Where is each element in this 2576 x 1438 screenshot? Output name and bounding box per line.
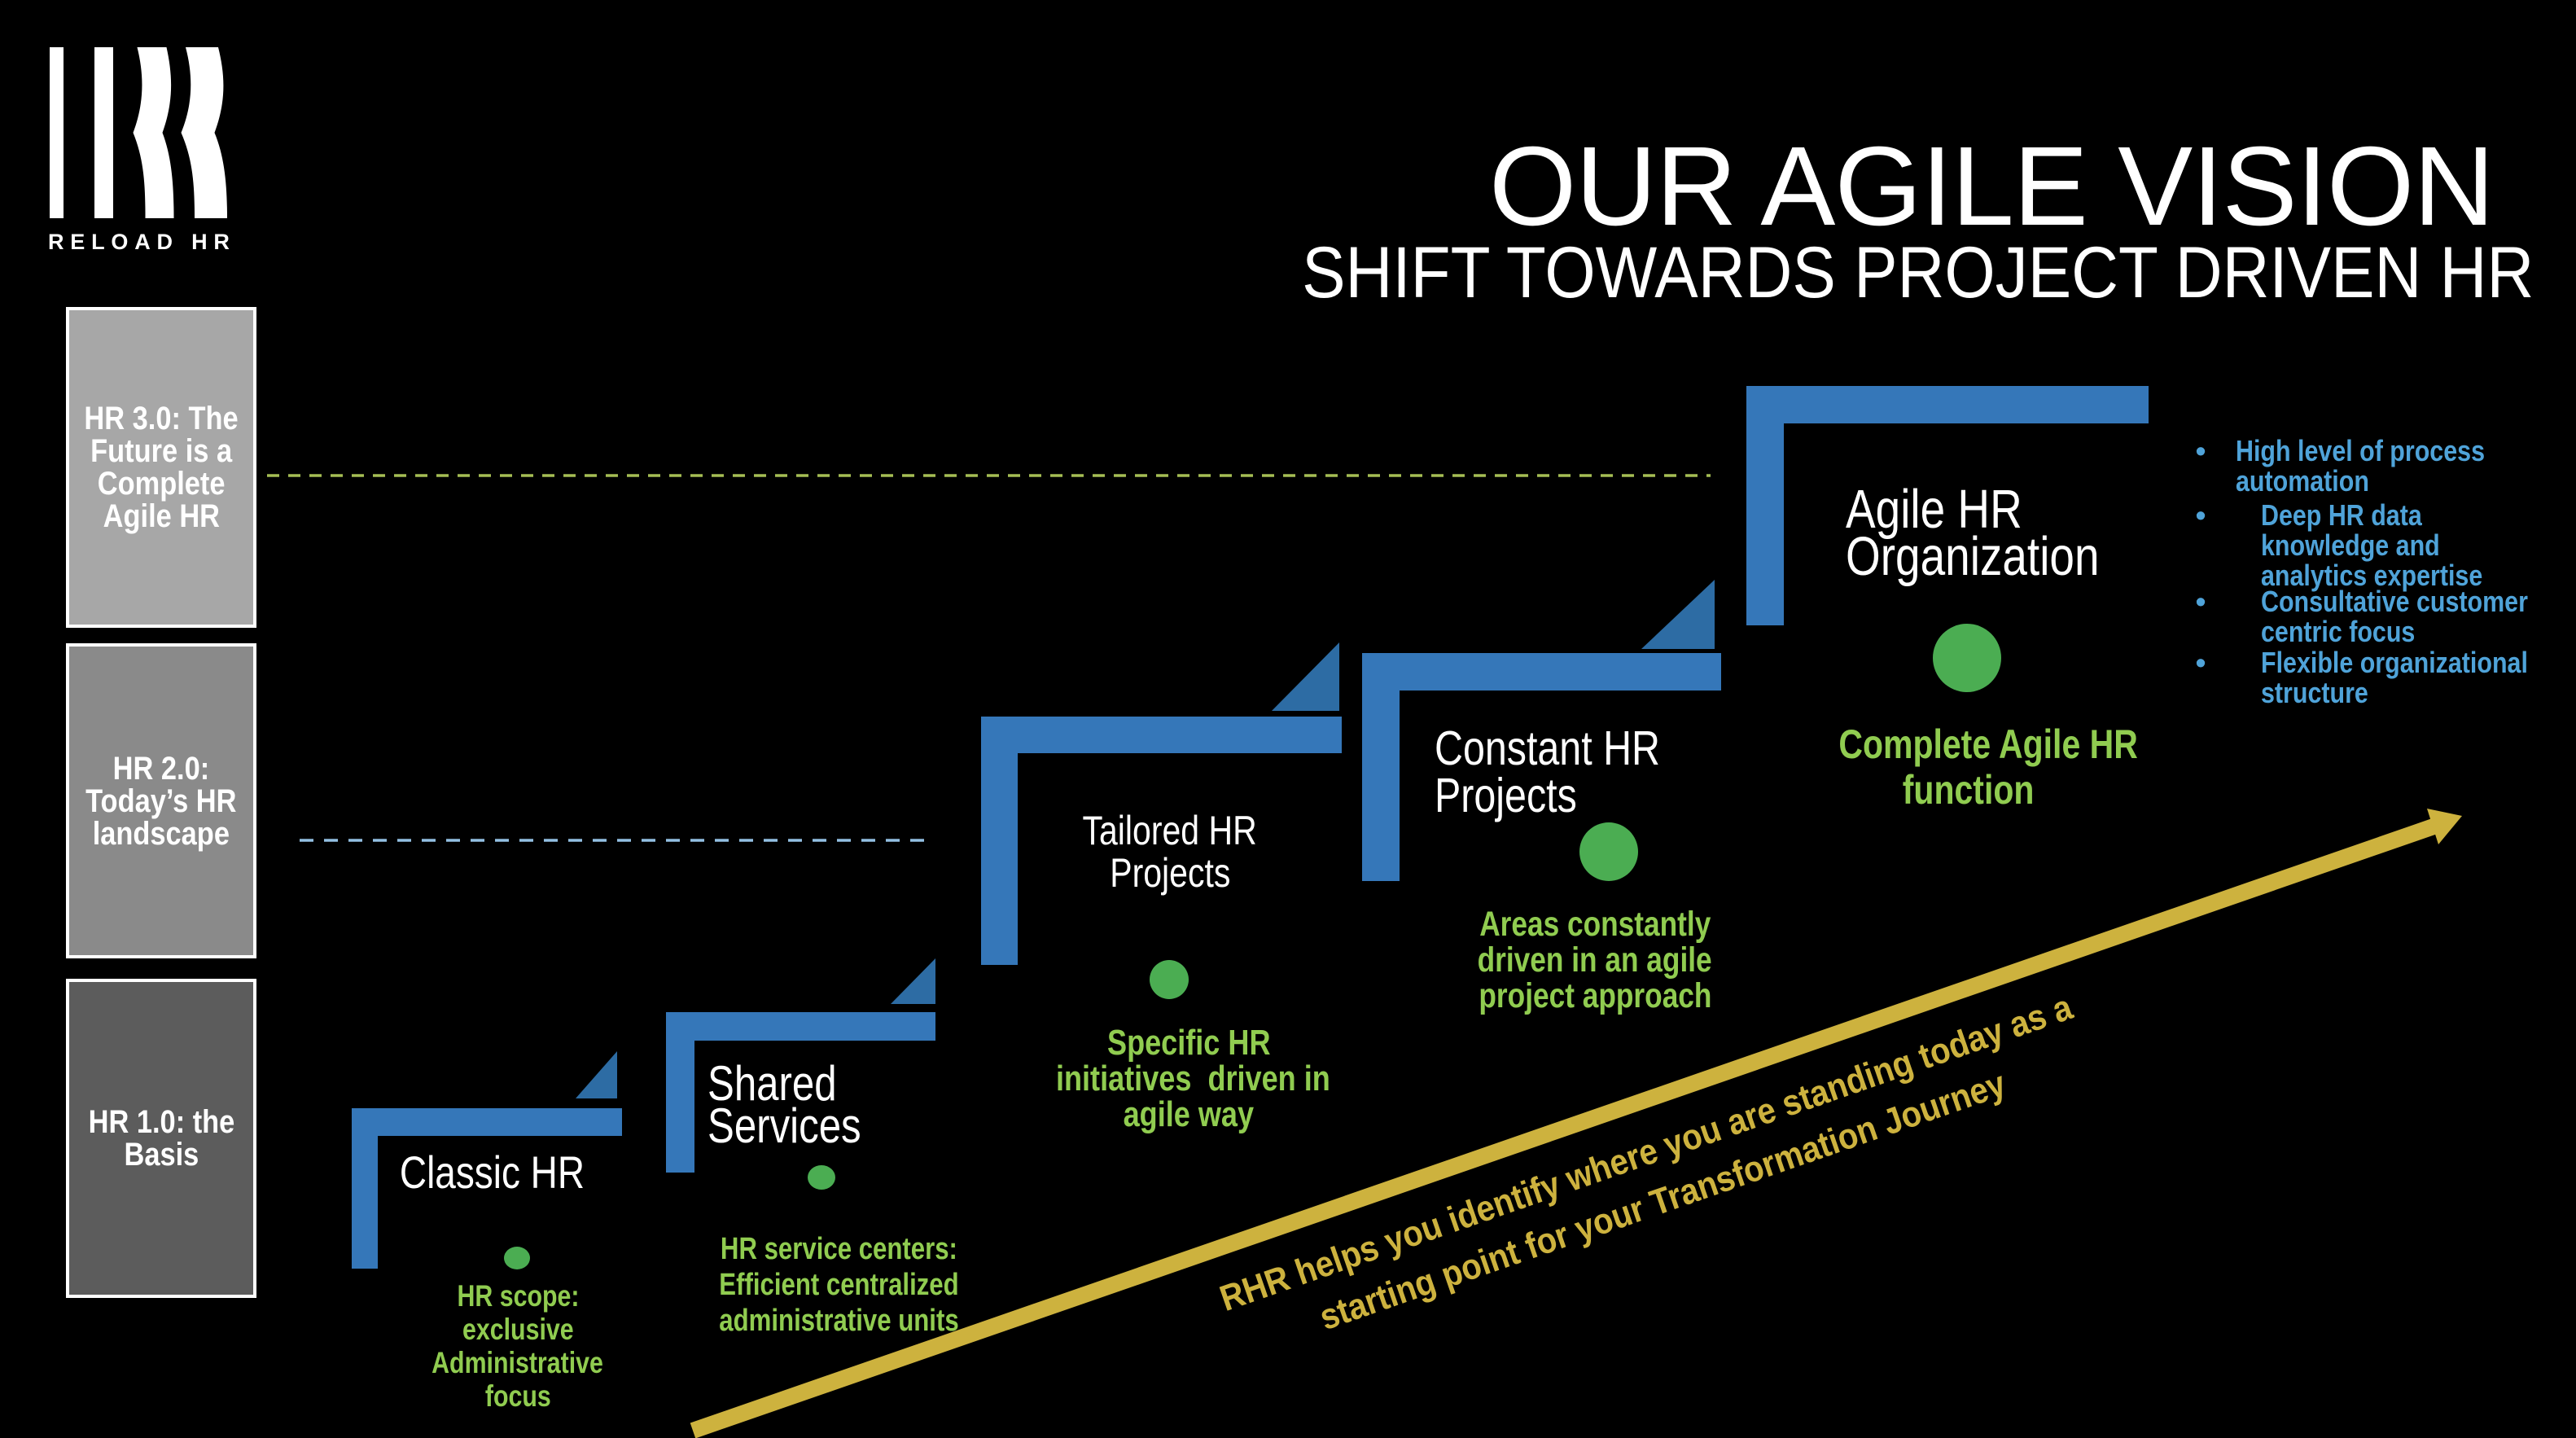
bullet-icon: • — [2195, 434, 2206, 467]
triangle-step-4 — [1641, 580, 1715, 649]
bullet-icon: • — [2195, 646, 2206, 679]
stair-brackets — [352, 386, 2149, 1269]
logo-ribbon-1 — [133, 47, 174, 218]
bracket-step-3 — [981, 717, 1342, 965]
dot-step-3 — [1150, 960, 1189, 999]
dot-step-1 — [504, 1247, 530, 1269]
reload-hr-logo-icon — [50, 47, 227, 218]
milestone-dots — [504, 624, 2001, 1269]
bracket-step-5 — [1746, 386, 2149, 625]
slide-subtitle: SHIFT TOWARDS PROJECT DRIVEN HR — [1301, 231, 2534, 313]
dot-step-5 — [1933, 624, 2001, 692]
triangle-step-3 — [1272, 642, 1339, 711]
bullet-icon: • — [2195, 498, 2206, 532]
dot-step-2 — [808, 1165, 835, 1190]
triangle-step-2 — [891, 958, 935, 1004]
bracket-step-4 — [1362, 653, 1721, 881]
stair-triangles — [576, 580, 1715, 1098]
logo-ribbon-2 — [181, 47, 227, 218]
logo-bar-1 — [50, 47, 64, 218]
bullet-icon: • — [2195, 585, 2206, 618]
step-desc-shared-services: HR service centers:Efficient centralized… — [718, 1232, 959, 1338]
bracket-step-2 — [666, 1012, 935, 1173]
triangle-step-1 — [576, 1051, 617, 1098]
dot-step-4 — [1579, 822, 1638, 881]
journey-arrow — [690, 809, 2462, 1438]
journey-arrow-shaft — [690, 818, 2439, 1438]
brand-wordmark: RELOAD HR — [48, 230, 236, 254]
bracket-step-1 — [352, 1108, 622, 1269]
logo-bar-2 — [94, 47, 113, 218]
journey-arrowhead — [2427, 809, 2462, 844]
step-label-classic-hr: Classic HR — [399, 1146, 585, 1198]
slide-title: OUR AGILE VISION — [1488, 124, 2495, 249]
